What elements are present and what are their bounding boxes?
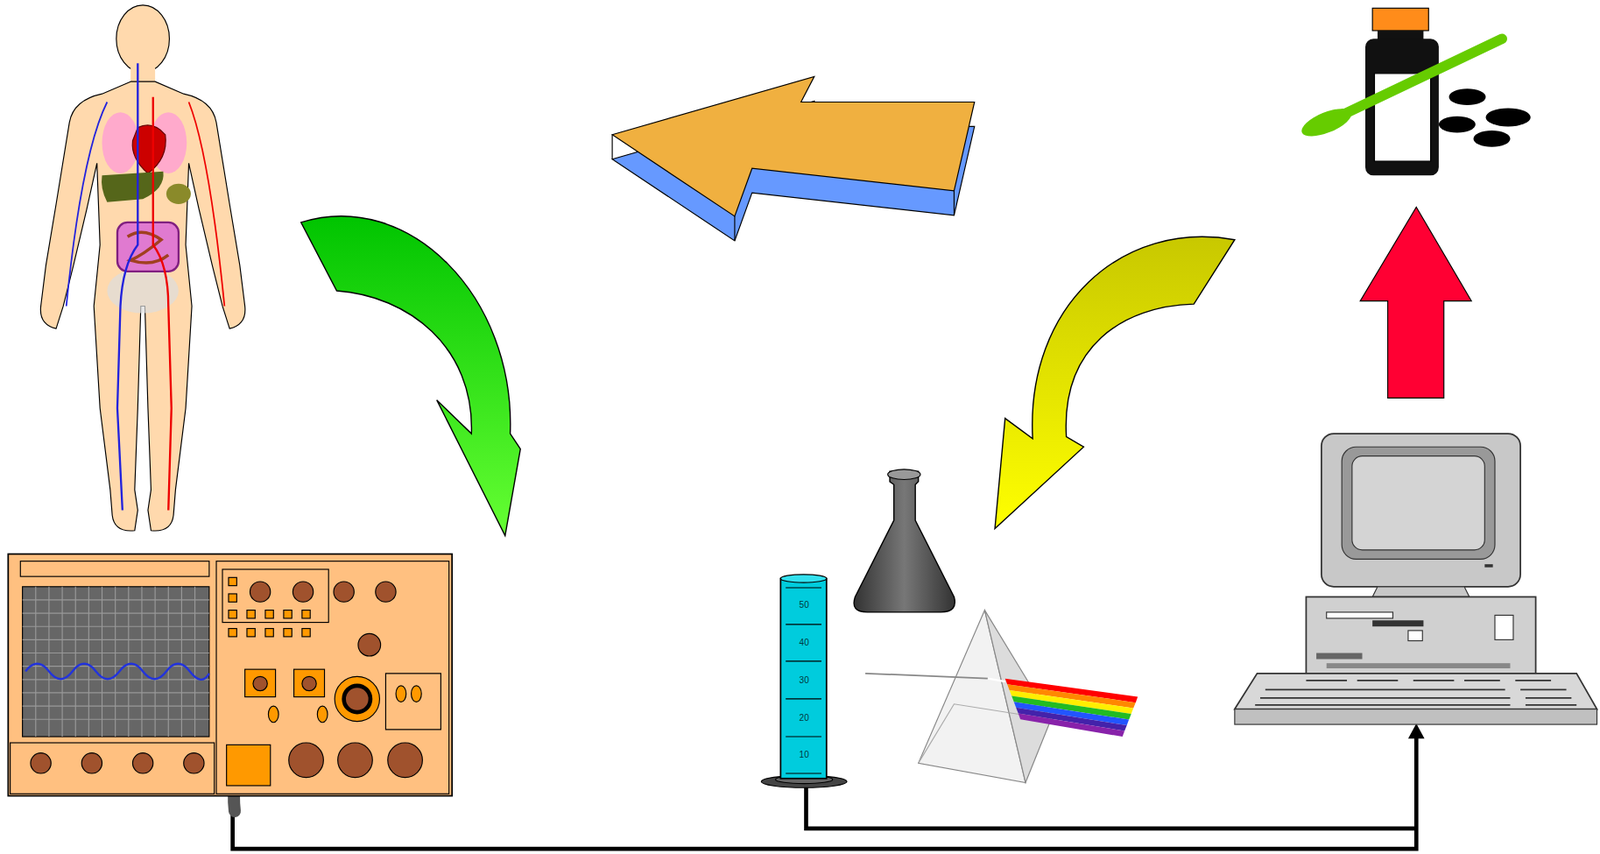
green-curved-arrow — [301, 216, 522, 536]
computer — [1234, 433, 1598, 725]
scale-number: 20 — [798, 713, 811, 723]
human-body — [40, 5, 246, 531]
scale-number: 50 — [798, 600, 811, 610]
medicine — [1297, 7, 1530, 176]
scale-number: 30 — [798, 676, 811, 685]
scale-number: 10 — [798, 750, 811, 760]
scale-number: 40 — [798, 638, 811, 648]
orange-3d-arrow — [612, 76, 975, 241]
yellow-curved-arrow — [994, 236, 1235, 529]
oscilloscope — [7, 554, 452, 797]
red-up-arrow — [1360, 206, 1472, 398]
lab-equipment — [761, 469, 1138, 788]
